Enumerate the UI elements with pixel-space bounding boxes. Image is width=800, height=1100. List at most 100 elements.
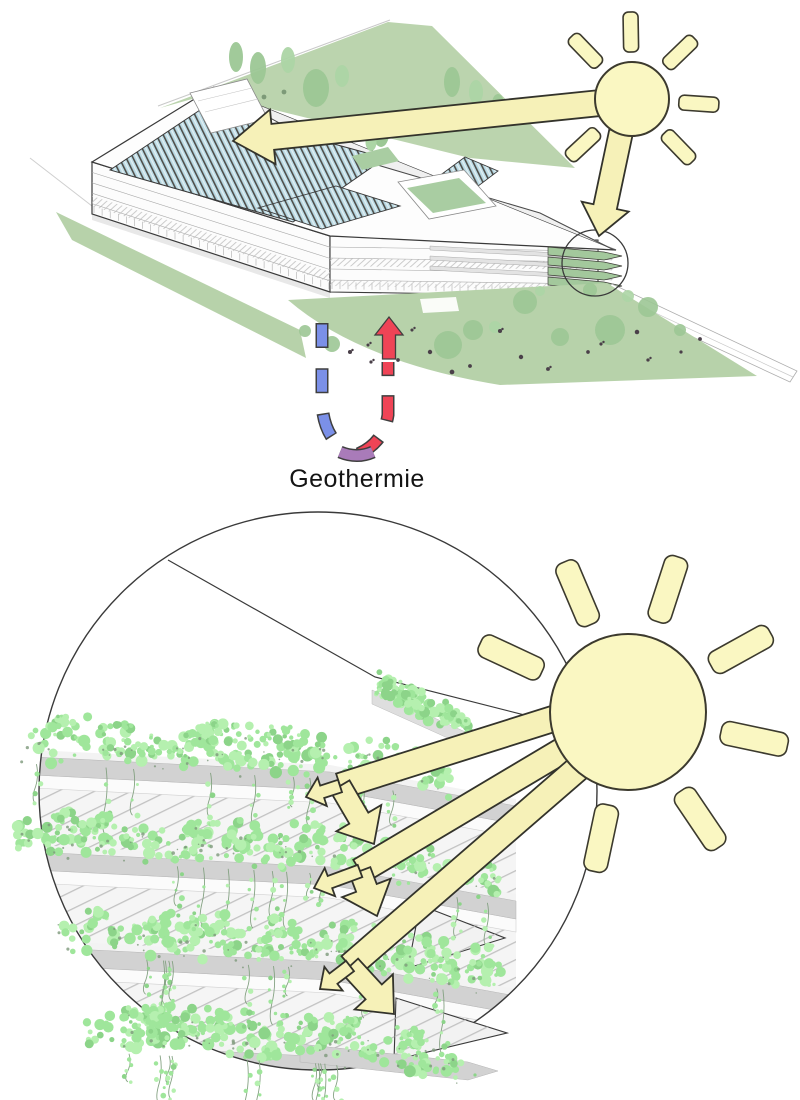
tree [583, 283, 597, 297]
solar-beam-to-roof [231, 89, 603, 166]
roof-edge-line [167, 559, 553, 723]
sun-ray [622, 11, 640, 53]
person [396, 358, 400, 362]
sun-ray [677, 94, 720, 113]
tree [229, 42, 243, 72]
shrub [281, 89, 287, 95]
tree [463, 320, 483, 340]
geo-warm-dashes [348, 362, 393, 462]
green-terrace-strip [547, 246, 623, 261]
green-terrace-strip [547, 256, 623, 271]
tree [622, 290, 634, 302]
person [646, 358, 650, 362]
facade-hatch-band [330, 258, 598, 270]
sun-ray [583, 803, 620, 874]
detail-circle-outline [38, 511, 598, 1071]
site-context [29, 19, 575, 358]
lawn-trees [299, 283, 686, 359]
edge-partial-label: e [0, 450, 1, 476]
tree [551, 328, 569, 346]
tree [335, 65, 349, 87]
tree [299, 325, 311, 337]
tree [281, 47, 295, 73]
tree [434, 331, 462, 359]
solar-beam-group [312, 727, 588, 918]
tree [489, 321, 501, 333]
person [679, 350, 683, 354]
tree [469, 80, 483, 104]
ivy-row-4 [82, 1001, 477, 1100]
sun-icon [549, 633, 707, 791]
sun-ray [647, 554, 689, 624]
tree [444, 67, 460, 97]
green-terrace-strip [547, 266, 623, 281]
absorbed-light-arrow [340, 957, 395, 1016]
courtyard-garden [407, 178, 486, 213]
background-trees [229, 42, 504, 114]
tree [535, 286, 545, 296]
sun-top [564, 11, 720, 166]
tree [250, 52, 266, 84]
sun-ray [555, 559, 601, 628]
geothermal-probe-loop: Geothermie [289, 315, 425, 493]
geo-warm-up-arrow [373, 315, 405, 360]
absorbed-light-arrow [329, 779, 383, 846]
sun-ray [660, 128, 697, 166]
solar-beams-on-building [231, 89, 634, 238]
person [410, 328, 414, 332]
ivy-row-1 [20, 712, 454, 844]
reflected-light-arrow [304, 775, 344, 808]
person [518, 354, 524, 360]
person [449, 369, 455, 375]
sun-ray [564, 126, 602, 163]
geothermie-label: Geothermie [289, 465, 425, 493]
sun-ray [567, 32, 604, 70]
tree [674, 324, 686, 336]
building-shadow [92, 214, 330, 298]
back-lawn-strip [160, 22, 575, 168]
ivy-vegetation-rows [11, 669, 506, 1100]
person [369, 360, 373, 364]
tree [638, 297, 658, 317]
sun-ray [673, 786, 727, 852]
lawn-people [320, 326, 702, 375]
shrub [261, 94, 267, 100]
person [347, 349, 353, 355]
person [546, 367, 550, 371]
front-lawn [288, 283, 798, 385]
site-edge-line [29, 157, 93, 207]
solar-beams-on-facade [304, 698, 600, 1016]
geo-cold-dashes [317, 321, 349, 456]
person [698, 337, 702, 341]
roof-garden-pad [352, 147, 399, 170]
floor-slab [39, 750, 516, 806]
sun-ray [661, 34, 699, 71]
left-lawn-strip [56, 212, 306, 358]
sun-ray [707, 624, 775, 675]
reflected-light-arrow [312, 863, 364, 898]
solar-beam-to-eaves [580, 128, 634, 238]
heat-up-arrow [373, 315, 405, 360]
ivy-row-3 [57, 905, 506, 1058]
person [634, 329, 640, 335]
geo-mix-dash [338, 447, 376, 461]
courtyard-detail-lines [197, 87, 259, 113]
tree [513, 290, 537, 314]
tree [303, 69, 329, 107]
sun-ray [719, 720, 790, 757]
ivy-roof-eave [373, 669, 474, 744]
entrance-path [420, 297, 459, 313]
solar-beam-group [304, 698, 581, 846]
sun-icon [594, 61, 670, 137]
pv-array-small [256, 185, 402, 230]
facade-hatch-band [92, 196, 330, 282]
person [599, 342, 603, 346]
sun-bottom [477, 554, 790, 874]
facade-terraces-zigzag [547, 246, 623, 291]
tree [595, 315, 625, 345]
person [468, 364, 472, 368]
sun-ray [477, 634, 546, 681]
reflected-light-arrow [318, 959, 356, 992]
